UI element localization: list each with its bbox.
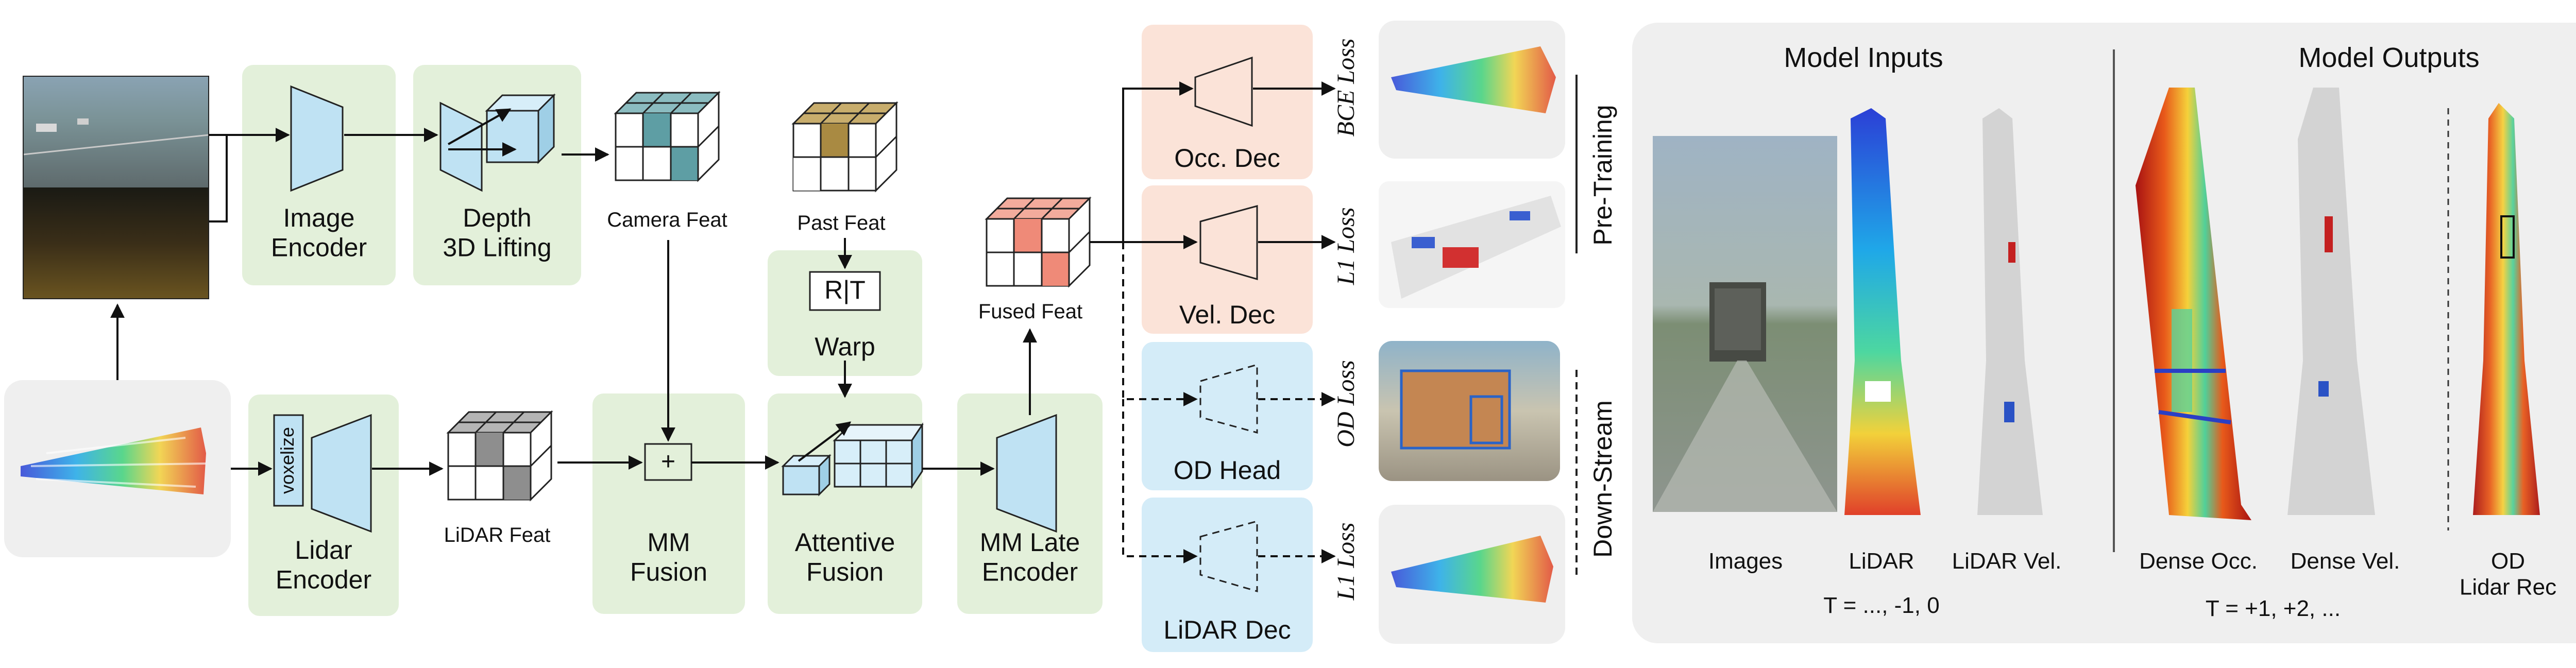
camera-input-image xyxy=(23,76,209,299)
fused-feat-label: Fused Feat xyxy=(978,300,1082,323)
vel-dec-block: Vel. Dec xyxy=(1142,185,1313,334)
warp-label: Warp xyxy=(815,332,875,361)
past-feat-label: Past Feat xyxy=(797,212,885,234)
plus-symbol: + xyxy=(661,448,675,475)
camera-feat-grid: Camera Feat xyxy=(607,91,727,231)
warp-block: R|T Warp xyxy=(768,250,922,376)
output-dense-vel-bev xyxy=(2287,88,2375,515)
col-images-label: Images xyxy=(1708,549,1783,574)
occ-dec-label: Occ. Dec xyxy=(1174,144,1280,173)
lidar-input-bev xyxy=(4,380,231,557)
voxelize-label: voxelize xyxy=(277,427,298,494)
output-od-lidar-rec-bev xyxy=(2473,103,2540,515)
output-dense-occ-bev xyxy=(2136,88,2251,520)
camera-feat-label: Camera Feat xyxy=(607,209,727,231)
lidar-rec-output-bev xyxy=(1379,505,1565,644)
lidar-feat-grid: LiDAR Feat xyxy=(444,410,553,546)
model-inputs-title: Model Inputs xyxy=(1784,42,1943,73)
l1-vel-loss-label: L1 Loss xyxy=(1332,208,1360,286)
model-io-panel: Model Inputs Model Outputs xyxy=(1632,23,2576,643)
fused-feat-grid: Fused Feat xyxy=(978,196,1092,323)
lidar-dec-label: LiDAR Dec xyxy=(1163,615,1291,644)
pre-training-label: Pre-Training xyxy=(1588,105,1617,245)
od-head-label: OD Head xyxy=(1174,456,1281,485)
lidar-feat-label: LiDAR Feat xyxy=(444,524,551,546)
input-lidar-vel-bev xyxy=(1977,108,2043,515)
model-outputs-title: Model Outputs xyxy=(2298,42,2479,73)
col-lidar-vel-label: LiDAR Vel. xyxy=(1952,549,2062,574)
lidar-dec-block: LiDAR Dec xyxy=(1142,498,1313,652)
input-image-thumb xyxy=(1653,136,1837,512)
connectors xyxy=(110,81,1336,563)
rt-label: R|T xyxy=(824,276,866,304)
od-loss-label: OD Loss xyxy=(1332,360,1360,447)
vel-output-bev xyxy=(1379,181,1565,308)
bce-loss-label: BCE Loss xyxy=(1332,39,1360,137)
occ-dec-block: Occ. Dec xyxy=(1142,25,1313,179)
vel-dec-label: Vel. Dec xyxy=(1179,300,1275,329)
col-dense-occ-label: Dense Occ. xyxy=(2139,549,2258,574)
input-lidar-bev xyxy=(1844,108,1921,515)
past-feat-grid: Past Feat xyxy=(791,101,899,234)
down-stream-label: Down-Stream xyxy=(1588,400,1617,558)
col-dense-vel-label: Dense Vel. xyxy=(2291,549,2400,574)
col-lidar-label: LiDAR xyxy=(1849,549,1914,574)
od-head-block: OD Head xyxy=(1142,342,1313,490)
l1-lidar-loss-label: L1 Loss xyxy=(1332,523,1360,601)
od-output-image xyxy=(1379,341,1560,481)
occ-output-bev xyxy=(1379,21,1565,159)
t-inputs-label: T = ..., -1, 0 xyxy=(1823,593,1939,618)
t-outputs-label: T = +1, +2, ... xyxy=(2206,596,2341,621)
